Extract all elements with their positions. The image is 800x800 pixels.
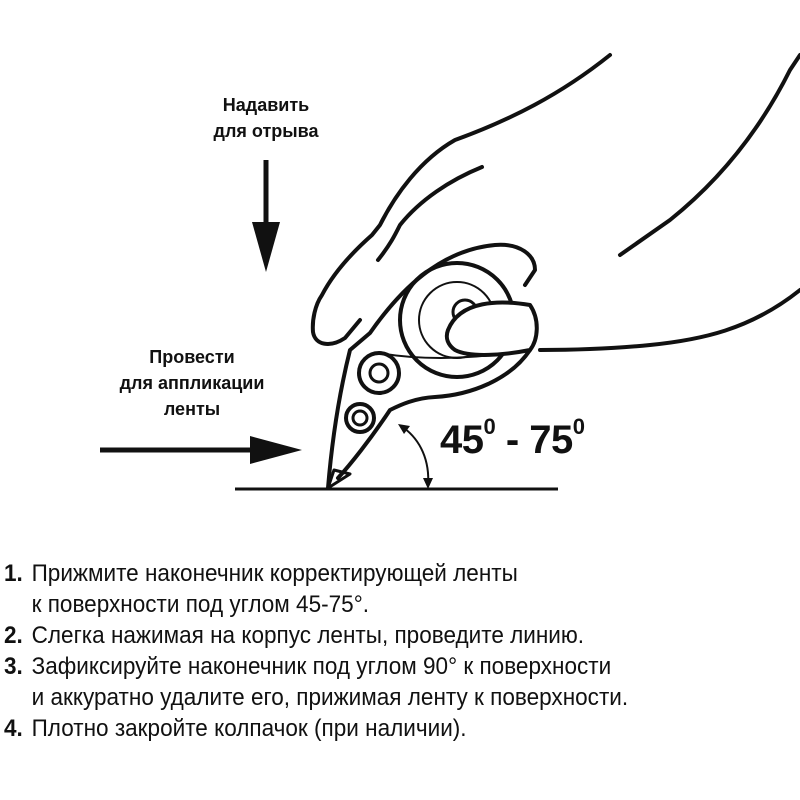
angle-separator: - bbox=[495, 418, 530, 462]
press-arrow bbox=[252, 160, 280, 272]
press-label-line: Надавить bbox=[222, 95, 310, 115]
step-text: Прижмите наконечник корректирующей ленты bbox=[31, 560, 518, 587]
step-text: Зафиксируйте наконечник под углом 90° к … bbox=[31, 653, 612, 680]
illustration bbox=[100, 53, 800, 491]
step-3: 3. Зафиксируйте наконечник под углом 90° … bbox=[4, 651, 628, 682]
angle-range-label: 450 - 750 bbox=[440, 414, 585, 463]
apply-label-line: ленты bbox=[163, 399, 221, 419]
step-text: и аккуратно удалите его, прижимая ленту … bbox=[31, 684, 629, 711]
angle-to: 75 bbox=[529, 418, 573, 462]
step-1: 1. Прижмите наконечник корректирующей лен… bbox=[4, 558, 628, 589]
step-4: 4. Плотно закройте колпачок (при наличии)… bbox=[4, 713, 628, 744]
press-label-line: для отрыва bbox=[213, 121, 319, 141]
apply-label-line: для аппликации bbox=[119, 373, 265, 393]
step-number: 3. bbox=[4, 653, 23, 680]
apply-label-line: Провести bbox=[149, 347, 235, 367]
step-2: 2. Слегка нажимая на корпус ленты, провед… bbox=[4, 620, 628, 651]
step-text: Слегка нажимая на корпус ленты, проведит… bbox=[31, 622, 585, 649]
apply-arrow bbox=[100, 436, 302, 464]
step-number: 2. bbox=[4, 622, 23, 649]
step-text: Плотно закройте колпачок (при наличии). bbox=[31, 715, 467, 742]
instruction-steps: 1. Прижмите наконечник корректирующей лен… bbox=[4, 558, 628, 744]
press-to-tear-label: Надавить для отрыва bbox=[186, 92, 346, 144]
step-number: 1. bbox=[4, 560, 23, 587]
angle-from: 45 bbox=[440, 418, 484, 462]
degree-mark: 0 bbox=[483, 414, 496, 439]
step-number: 4. bbox=[4, 715, 23, 742]
step-text: к поверхности под углом 45-75°. bbox=[31, 591, 369, 618]
hand-with-tape-dispenser bbox=[310, 53, 800, 490]
apply-tape-label: Провести для аппликации ленты bbox=[102, 344, 282, 422]
degree-mark: 0 bbox=[572, 414, 585, 439]
